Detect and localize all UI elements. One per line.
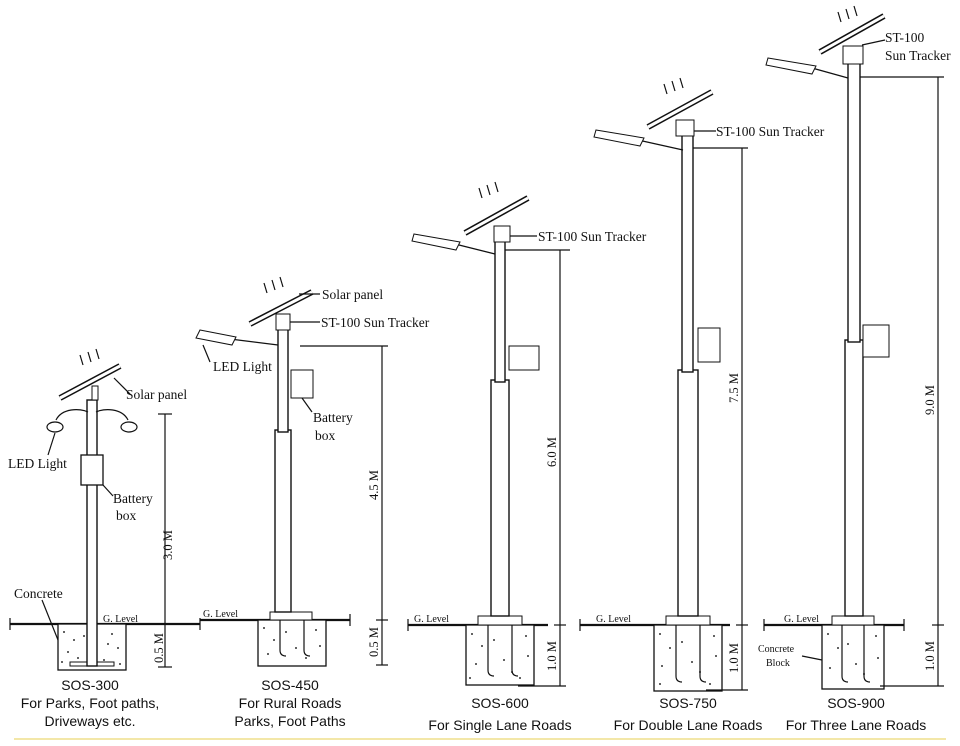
- depth-dimension: 0.5 M: [152, 633, 166, 663]
- solar-panel-label: Solar panel: [322, 287, 383, 302]
- unit-sos-300: Solar panel LED Light Battery box Concre…: [8, 348, 201, 729]
- pole: [86, 399, 98, 667]
- model-name: SOS-300: [61, 677, 119, 693]
- sun-tracker-label: ST-100 Sun Tracker: [321, 315, 430, 330]
- concrete-block-label-line1: Concrete: [758, 644, 795, 655]
- led-light-label: LED Light: [213, 359, 272, 374]
- depth-dimension: 1.0 M: [923, 641, 937, 671]
- led-lamp-right: [120, 421, 138, 433]
- led-lamp-left: [46, 421, 64, 433]
- led-lamp: [195, 329, 237, 346]
- solar-panel-label: Solar panel: [126, 387, 187, 402]
- concrete-foundation: [653, 624, 723, 692]
- led-lamp: [593, 129, 645, 147]
- sun-tracker: [675, 119, 695, 137]
- caption-line-2: Parks, Foot Paths: [234, 713, 345, 729]
- pole-lower: [274, 429, 292, 613]
- ground-level-label: G. Level: [784, 614, 819, 625]
- depth-dimension: 0.5 M: [367, 627, 381, 657]
- pole-upper: [847, 61, 861, 343]
- sun-tracker: [275, 313, 291, 331]
- depth-dimension: 1.0 M: [545, 641, 559, 671]
- box-label: box: [315, 428, 336, 443]
- ground-level-label: G. Level: [203, 609, 238, 620]
- battery-label: Battery: [313, 410, 353, 425]
- model-name: SOS-450: [261, 677, 319, 693]
- pole-lower: [844, 339, 864, 617]
- ground-level-label: G. Level: [596, 614, 631, 625]
- unit-sos-750: ST-100 Sun Tracker 7.5 M 1.0 M G. Level …: [579, 77, 825, 733]
- unit-sos-600: ST-100 Sun Tracker 6.0 M 1.0 M G. Level …: [407, 181, 647, 733]
- model-name: SOS-900: [827, 695, 885, 711]
- led-light-label: LED Light: [8, 456, 67, 471]
- pole-upper: [681, 133, 694, 373]
- caption-line-2: Driveways etc.: [44, 713, 135, 729]
- unit-sos-450: Solar panel ST-100 Sun Tracker LED Light…: [195, 276, 430, 729]
- ground-level-label: G. Level: [103, 614, 138, 625]
- pole-lower: [490, 379, 510, 617]
- sun-tracker-label-line1: ST-100: [885, 30, 925, 45]
- battery-box: [697, 327, 721, 363]
- concrete-foundation: [465, 624, 535, 686]
- height-dimension: 7.5 M: [727, 373, 741, 403]
- depth-dimension: 1.0 M: [727, 643, 741, 673]
- battery-label: Battery: [113, 491, 153, 506]
- concrete-label: Concrete: [14, 586, 63, 601]
- concrete-block-label-line2: Block: [766, 658, 790, 669]
- caption-line-1: For Single Lane Roads: [428, 717, 571, 733]
- pole-upper: [494, 239, 506, 383]
- ground-level-label: G. Level: [414, 614, 449, 625]
- footer-rule: [14, 738, 946, 740]
- led-lamp: [411, 233, 461, 251]
- pole-upper: [277, 327, 289, 433]
- sun-tracker-label: ST-100 Sun Tracker: [538, 229, 647, 244]
- battery-box: [862, 324, 890, 358]
- caption-line-1: For Double Lane Roads: [614, 717, 763, 733]
- height-dimension: 4.5 M: [367, 470, 381, 500]
- sun-tracker: [493, 225, 511, 243]
- led-lamp: [765, 57, 817, 75]
- model-name: SOS-600: [471, 695, 529, 711]
- caption-line-1: For Three Lane Roads: [786, 717, 927, 733]
- battery-box: [80, 454, 104, 486]
- sun-tracker-label-line2: Sun Tracker: [885, 48, 951, 63]
- pole-lower: [677, 369, 699, 617]
- height-dimension: 3.0 M: [161, 530, 175, 560]
- height-dimension: 9.0 M: [923, 385, 937, 415]
- battery-box: [508, 345, 540, 371]
- sun-tracker-label: ST-100 Sun Tracker: [716, 124, 825, 139]
- concrete-foundation: [257, 619, 327, 667]
- battery-box: [290, 369, 314, 399]
- caption-line-1: For Rural Roads: [239, 695, 342, 711]
- concrete-foundation: [821, 624, 885, 690]
- sun-tracker: [842, 45, 864, 65]
- height-dimension: 6.0 M: [545, 437, 559, 467]
- model-name: SOS-750: [659, 695, 717, 711]
- unit-sos-900: ST-100 Sun Tracker 9.0 M 1.0 M G. Level …: [758, 5, 951, 733]
- caption-line-1: For Parks, Foot paths,: [21, 695, 160, 711]
- box-label: box: [116, 508, 137, 523]
